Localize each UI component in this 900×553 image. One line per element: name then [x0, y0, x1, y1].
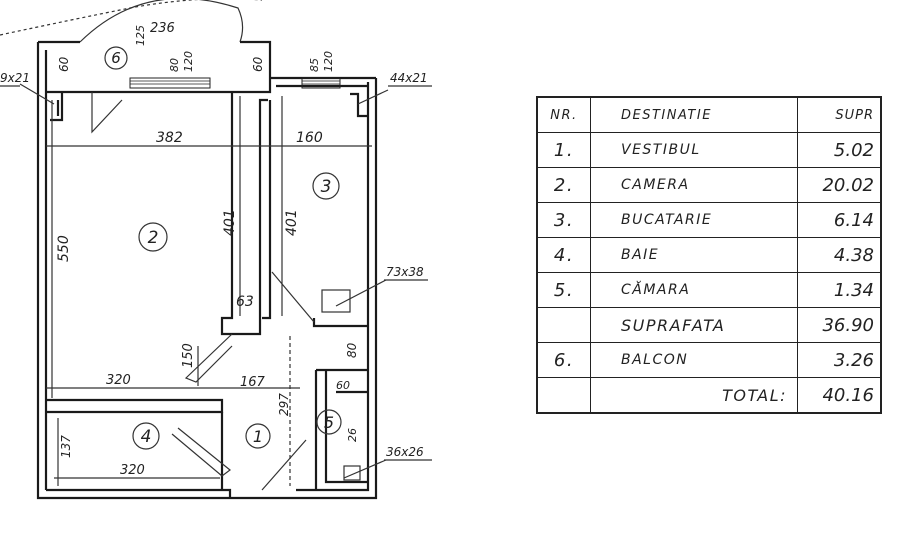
subtotal-value: 36.90 — [797, 307, 882, 343]
dim-85: 85 — [308, 58, 321, 72]
balcon-nr: 6. — [536, 342, 591, 378]
header-destinatie: DESTINATIE — [590, 96, 798, 133]
row-supr: 4.38 — [797, 237, 882, 273]
area-table: NR. DESTINATIE SUPR 1. VESTIBUL 5.02 2. … — [536, 96, 882, 414]
row-nr: 3. — [536, 202, 591, 238]
row-destinatie: CAMERA — [590, 167, 798, 203]
room-2-number: 2 — [148, 228, 159, 248]
window-label-kitchen: 73x38 — [386, 265, 424, 279]
door-swings — [19, 83, 389, 491]
dim-120-b: 120 — [322, 51, 335, 72]
room-1-number: 1 — [253, 427, 263, 446]
table-row: 4. BAIE 4.38 — [536, 237, 882, 273]
room-1-circle — [245, 423, 271, 449]
dim-167: 167 — [240, 375, 266, 390]
dim-137: 137 — [59, 435, 73, 458]
room-4-number: 4 — [141, 427, 152, 447]
window-label-right: 44x21 — [390, 71, 428, 85]
dim-320-b: 320 — [120, 463, 145, 478]
balcon-supr: 3.26 — [797, 342, 882, 378]
room-4-circle — [132, 422, 160, 450]
dim-120-a: 120 — [182, 51, 195, 72]
dim-26: 26 — [346, 428, 359, 442]
room-markers: 6 2 3 4 1 5 — [104, 46, 342, 450]
window-marks — [129, 77, 341, 89]
subtotal-label: SUPRAFATA — [590, 307, 798, 343]
row-supr: 6.14 — [797, 202, 882, 238]
row-destinatie: VESTIBUL — [590, 132, 798, 168]
room-6-number: 6 — [111, 49, 121, 67]
room-2-circle — [138, 222, 168, 252]
dim-60-c: 60 — [336, 379, 350, 392]
header-nr: NR. — [536, 96, 591, 133]
row-supr: 20.02 — [797, 167, 882, 203]
total-row: TOTAL: 40.16 — [536, 377, 882, 414]
balcony-outline — [79, 0, 244, 43]
row-destinatie: CĂMARA — [590, 272, 798, 308]
exterior-walls — [36, 40, 378, 500]
window-size-labels: 9x21 44x21 73x38 36x26 — [0, 71, 432, 461]
dimension-labels: 236 125 60 60 80 120 85 120 382 160 550 … — [56, 21, 359, 478]
total-value: 40.16 — [797, 377, 882, 414]
subtotal-row: SUPRAFATA 36.90 — [536, 307, 882, 343]
dim-80: 80 — [168, 58, 181, 72]
window-sketch-line — [0, 0, 262, 36]
table-header-row: NR. DESTINATIE SUPR — [536, 96, 882, 133]
dim-320-a: 320 — [106, 373, 131, 388]
dim-60-right: 60 — [251, 56, 265, 72]
row-destinatie: BAIE — [590, 237, 798, 273]
dim-125: 125 — [134, 25, 147, 46]
dim-401-b: 401 — [284, 209, 300, 236]
dim-150: 150 — [181, 343, 196, 368]
room-6-circle — [104, 46, 128, 70]
dim-297: 297 — [277, 393, 291, 416]
window-label-bath: 36x26 — [386, 445, 424, 459]
dimension-lines — [46, 96, 372, 486]
dim-160: 160 — [296, 130, 323, 146]
total-label: TOTAL: — [590, 377, 798, 414]
row-supr: 1.34 — [797, 272, 882, 308]
floor-plan: 6 2 3 4 1 5 236 125 60 60 80 120 85 120 … — [0, 0, 432, 500]
dim-80-b: 80 — [345, 342, 359, 358]
header-supr: SUPR — [797, 96, 882, 133]
window-label-left: 9x21 — [0, 71, 30, 85]
room-5-number: 5 — [324, 413, 334, 432]
room-3-number: 3 — [321, 177, 332, 197]
interior-walls — [46, 92, 368, 490]
row-nr: 4. — [536, 237, 591, 273]
table-row: 5. CĂMARA 1.34 — [536, 272, 882, 308]
dim-236: 236 — [150, 21, 175, 36]
balcon-destinatie: BALCON — [590, 342, 798, 378]
room-5-circle — [316, 409, 342, 435]
dim-60-left: 60 — [57, 56, 71, 72]
dim-550: 550 — [56, 235, 72, 262]
row-nr: 5. — [536, 272, 591, 308]
row-supr: 5.02 — [797, 132, 882, 168]
row-nr: 2. — [536, 167, 591, 203]
dim-382: 382 — [156, 130, 183, 146]
balcon-row: 6. BALCON 3.26 — [536, 342, 882, 378]
dim-63: 63 — [236, 294, 254, 310]
room-3-circle — [312, 172, 340, 200]
table-row: 3. BUCATARIE 6.14 — [536, 202, 882, 238]
dim-401-a: 401 — [222, 209, 238, 236]
row-nr: 1. — [536, 132, 591, 168]
row-destinatie: BUCATARIE — [590, 202, 798, 238]
table-row: 1. VESTIBUL 5.02 — [536, 132, 882, 168]
table-row: 2. CAMERA 20.02 — [536, 167, 882, 203]
